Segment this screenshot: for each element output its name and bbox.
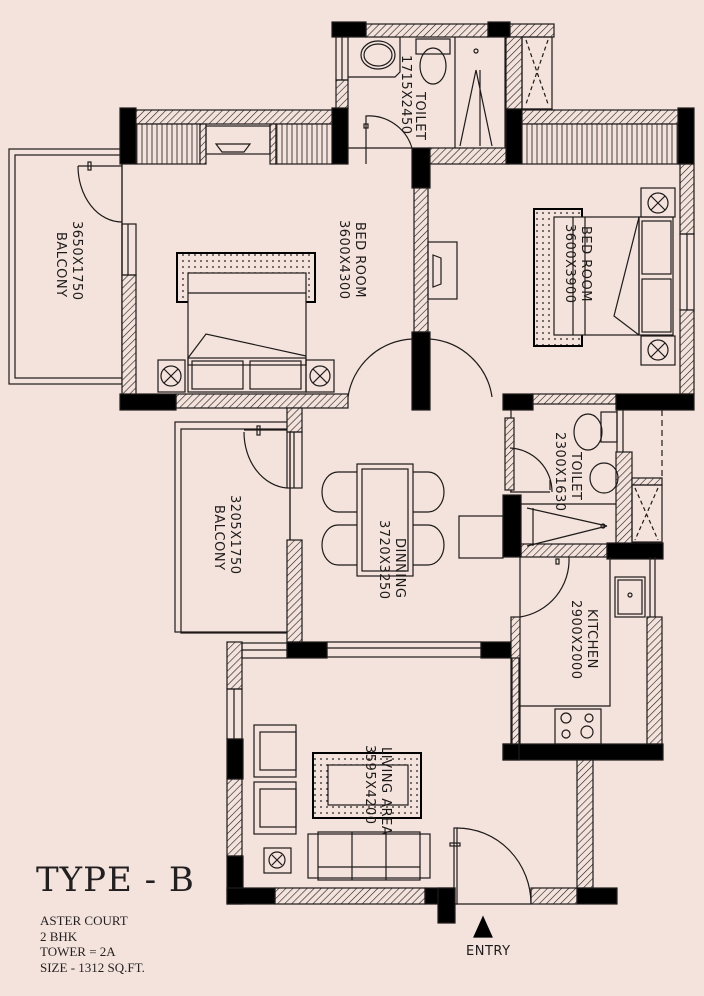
balcony-mid-outline [174, 421, 291, 634]
toilet-top-name: TOILET [412, 91, 427, 140]
wall-column [487, 21, 511, 38]
living-name: LIVING AREA [378, 747, 393, 835]
wall-column [502, 393, 534, 411]
wall-column [286, 641, 328, 659]
bedroom-left-name: BED ROOM [352, 222, 367, 298]
toilet-top-fixtures [348, 37, 506, 164]
wall-column [119, 393, 177, 411]
wall-column [502, 743, 520, 761]
balcony-top-dims: 3650X1750 [69, 221, 84, 301]
wall-column [677, 107, 695, 165]
tower: TOWER = 2A [40, 944, 116, 959]
wall-column [502, 743, 664, 761]
bedroom-right-name: BED ROOM [578, 226, 593, 302]
bedroom-right-dims: 3600X3900 [562, 224, 577, 304]
kitchen-dims: 2900X2000 [568, 600, 583, 680]
door-bedroom-balcony [77, 161, 123, 223]
dining-dims: 3720X3250 [376, 520, 391, 600]
toilet-right-name: TOILET [568, 451, 583, 500]
wall-column [437, 887, 456, 924]
entry-label: ENTRY [466, 944, 511, 959]
living-furniture [253, 724, 431, 881]
balcony-mid-dims: 3205X1750 [227, 495, 242, 575]
wall-column [576, 887, 618, 905]
wall-column [119, 107, 137, 165]
wall-column [226, 738, 244, 780]
wall-column [606, 542, 664, 560]
wall-column [331, 21, 367, 38]
bed-left [157, 252, 335, 393]
balcony-top-name: BALCONY [53, 232, 68, 298]
wall-column [331, 107, 349, 165]
wall-column [615, 393, 695, 411]
dining-walls [243, 410, 515, 658]
plan-type-title: TYPE - B [36, 860, 195, 900]
wall-column [411, 147, 431, 189]
project-name: ASTER COURT [40, 913, 128, 928]
wall-column [502, 494, 522, 558]
living-dims: 3595X4200 [362, 745, 377, 825]
toilet-right-walls [509, 410, 663, 558]
bedroom-left-dims: 3600X4300 [336, 220, 351, 300]
toilet-top-dims: 1715X2450 [398, 55, 413, 135]
wall-column [411, 331, 431, 411]
balcony-mid-name: BALCONY [211, 505, 226, 571]
entry-arrow-icon [473, 915, 493, 938]
dining-name: DINNING [392, 538, 407, 598]
toilet-right-dims: 2300X1630 [552, 432, 567, 512]
plan-info: ASTER COURT 2 BHK TOWER = 2A SIZE - 1312… [40, 913, 145, 975]
configuration: 2 BHK [40, 928, 78, 944]
bed-right [533, 187, 676, 366]
kitchen-name: KITCHEN [584, 609, 599, 669]
dining-table [321, 463, 504, 577]
wall-column [226, 887, 276, 905]
size: SIZE - 1312 SQ.FT. [40, 959, 145, 975]
bedroom-left-walls [121, 109, 349, 433]
wall-column [505, 108, 523, 165]
bedroom-right-walls [413, 109, 695, 405]
room-labels: TOILET 1715X2450 BED ROOM 3600X4300 BED … [53, 55, 599, 959]
door-dining-bedrooms [347, 338, 493, 398]
